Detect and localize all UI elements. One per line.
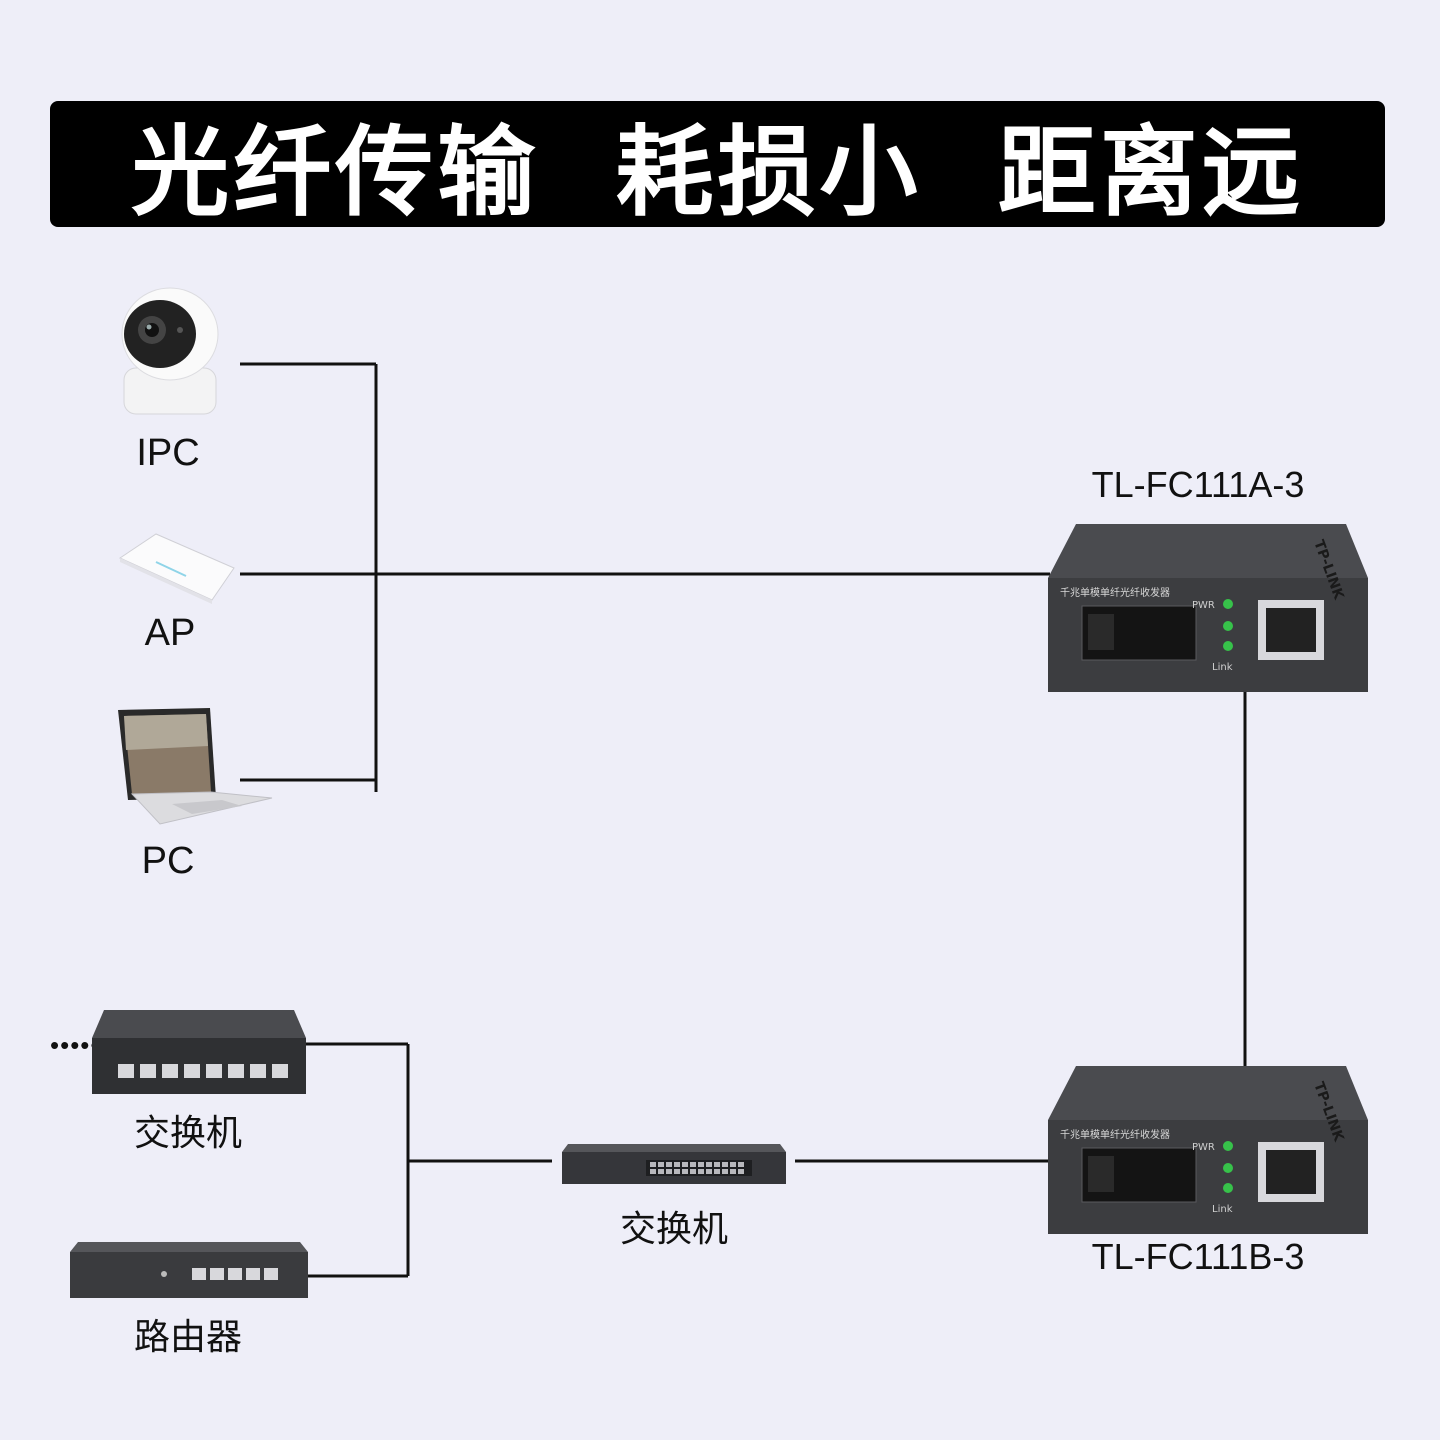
converter-a-link-text: Link	[1212, 662, 1233, 673]
converter-a-label: TL-FC111A-3	[1091, 464, 1305, 505]
router-label: 路由器	[133, 1317, 243, 1358]
laptop-icon	[118, 708, 273, 825]
switch-middle-icon	[562, 1144, 786, 1184]
pc-label: PC	[141, 840, 195, 882]
ipc-camera-icon	[121, 287, 219, 415]
media-converter-b-icon: 千兆单模单纤光纤收发器 PWR Link TP-LINK	[1048, 1066, 1368, 1234]
more-devices-ellipsis: •••••	[50, 1030, 101, 1060]
banner-title: 光纤传输 耗损小 距离远	[131, 116, 1304, 230]
converter-b-panel-text: 千兆单模单纤光纤收发器	[1060, 1128, 1170, 1141]
switch-left-icon	[92, 1010, 306, 1094]
title-banner: 光纤传输 耗损小 距离远	[50, 101, 1385, 230]
converter-a-panel-text: 千兆单模单纤光纤收发器	[1060, 586, 1170, 599]
switch-middle-label: 交换机	[619, 1209, 729, 1250]
converter-b-label: TL-FC111B-3	[1091, 1236, 1305, 1277]
media-converter-a-icon: 千兆单模单纤光纤收发器 PWR Link TP-LINK	[1048, 524, 1368, 692]
switch-left-label: 交换机	[133, 1113, 243, 1154]
router-icon	[70, 1242, 308, 1298]
ipc-label: IPC	[136, 432, 200, 474]
access-point-icon	[118, 533, 235, 604]
ap-label: AP	[144, 612, 196, 654]
converter-b-pwr-text: PWR	[1192, 1142, 1215, 1153]
converter-a-pwr-text: PWR	[1192, 600, 1215, 611]
converter-b-link-text: Link	[1212, 1204, 1233, 1215]
